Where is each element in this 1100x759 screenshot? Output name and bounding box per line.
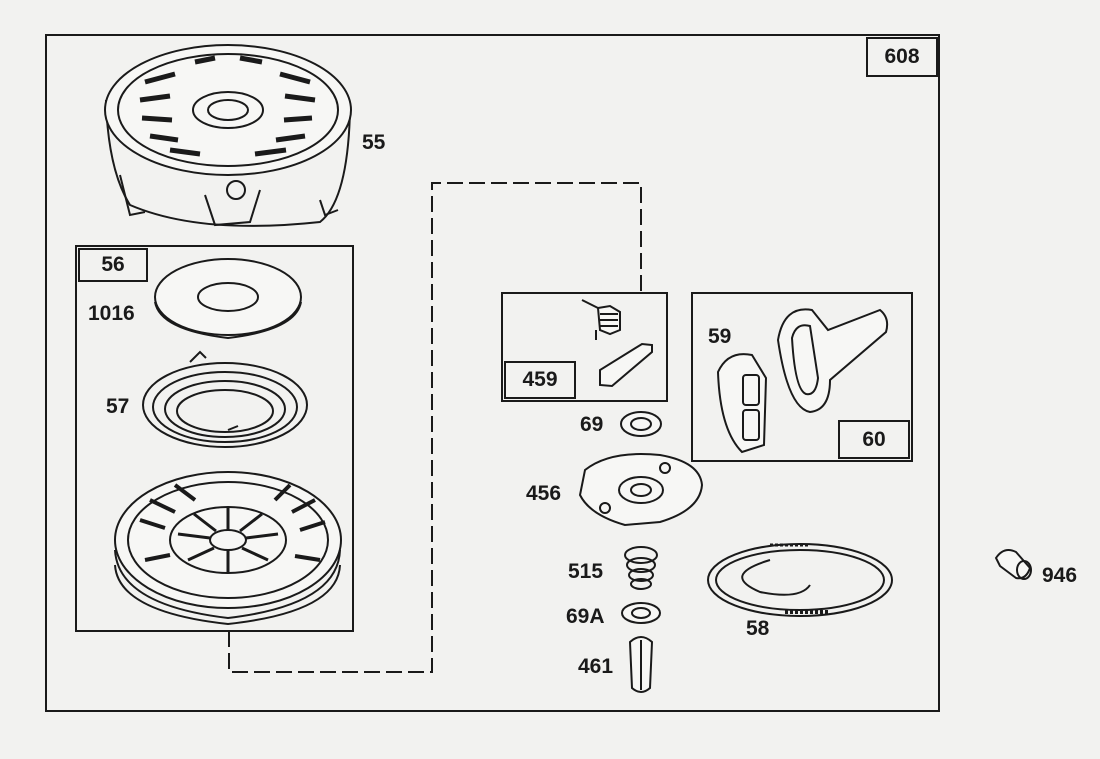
- assembly-frame-608: [45, 34, 940, 712]
- callout-946: 946: [1042, 564, 1078, 587]
- washer-1016: [154, 258, 302, 340]
- spring-515: [624, 546, 658, 590]
- assembly-connector-line: [228, 182, 642, 673]
- rewind-spring-57: [142, 350, 308, 448]
- callout-515: 515: [568, 560, 604, 583]
- callout-69a: 69A: [566, 605, 605, 628]
- starter-pulley: [114, 471, 342, 626]
- starter-rope-58: [707, 543, 893, 617]
- starter-housing-55: [104, 44, 352, 227]
- callout-55: 55: [362, 131, 386, 154]
- callout-59: 59: [708, 325, 732, 348]
- starter-handle-60: [776, 308, 889, 414]
- grip-insert-59: [716, 353, 768, 454]
- callout-57: 57: [106, 395, 130, 418]
- washer-69: [620, 411, 662, 437]
- callout-1016: 1016: [88, 302, 135, 325]
- callout-456: 456: [526, 482, 562, 505]
- callout-60: 60: [838, 420, 910, 459]
- retainer-456: [578, 453, 704, 527]
- callout-459: 459: [504, 361, 576, 399]
- callout-608: 608: [866, 37, 938, 77]
- kit-box-56: [75, 245, 354, 632]
- callout-69: 69: [580, 413, 604, 436]
- pin-461: [628, 636, 654, 693]
- kit-box-60: [691, 292, 913, 462]
- sleeve-946: [994, 549, 1032, 580]
- callout-58: 58: [746, 617, 770, 640]
- washer-69a: [621, 602, 661, 624]
- callout-56: 56: [78, 248, 148, 282]
- kit-box-459: [501, 292, 668, 402]
- callout-461: 461: [578, 655, 614, 678]
- dog-and-spring-459: [581, 299, 653, 388]
